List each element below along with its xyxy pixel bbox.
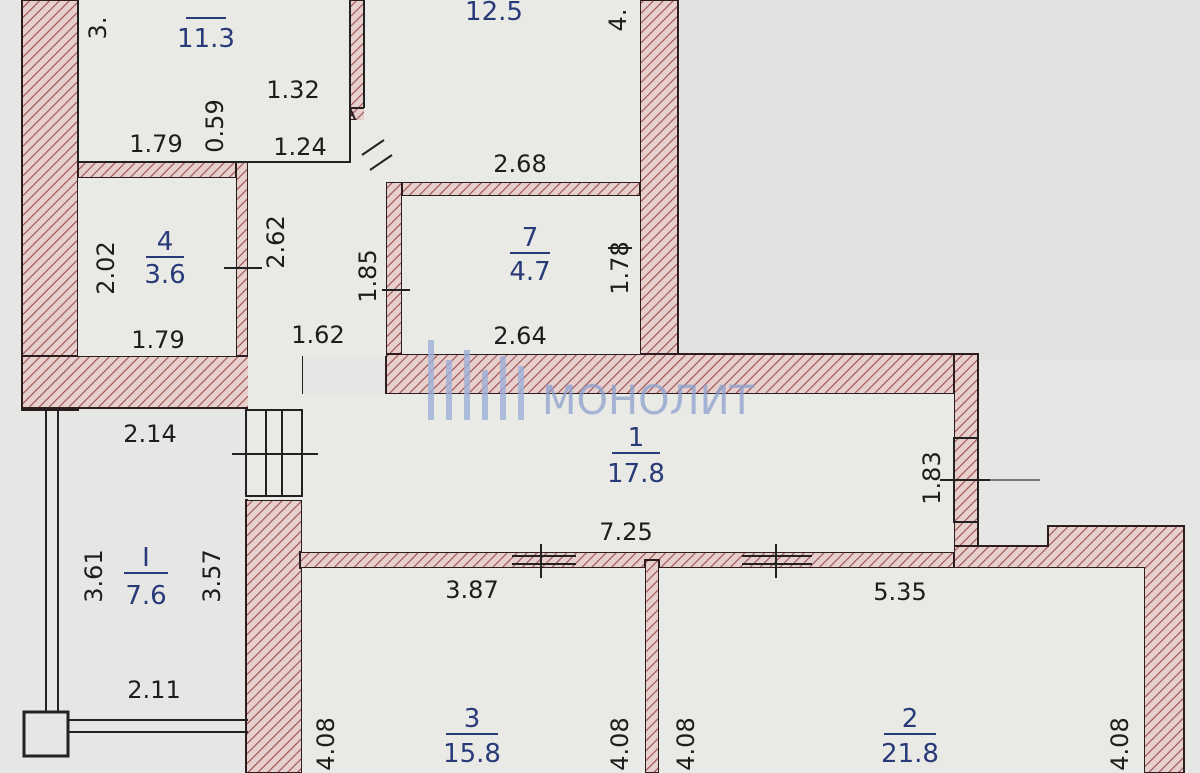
- dim-1-78: 1.78: [606, 241, 634, 294]
- dim-3-61: 3.61: [80, 549, 108, 602]
- dim-1-85: 1.85: [354, 249, 382, 302]
- dim-1-79-top: 1.79: [129, 130, 182, 158]
- wall-top-left-bottom: [77, 161, 239, 179]
- watermark: МОНОЛИТ: [428, 340, 755, 424]
- dim-4-08-a: 4.08: [312, 717, 340, 770]
- wall-bath-top: [385, 181, 643, 197]
- room-loggia-number: I: [142, 543, 150, 573]
- outline-top-left: [77, 0, 351, 163]
- dim-5-35: 5.35: [873, 578, 926, 606]
- loggia-column: [22, 710, 70, 758]
- dim-2-62: 2.62: [262, 215, 290, 268]
- floor-room2: [659, 568, 1144, 773]
- floor-top-mid: [364, 0, 640, 182]
- dim-0-59: 0.59: [201, 99, 229, 152]
- floor-hall-left: [248, 356, 302, 500]
- room3-area: 15.8: [443, 739, 501, 769]
- watermark-text: МОНОЛИТ: [542, 378, 755, 424]
- floor-corridor: [248, 120, 386, 356]
- wall-left-outer: [21, 0, 79, 411]
- dim-1-32: 1.32: [266, 76, 319, 104]
- door-marks: [224, 139, 1040, 578]
- dim-3-57: 3.57: [198, 549, 226, 602]
- room-hall-number: 1: [628, 423, 645, 453]
- dim-top-left-cut: 3.: [84, 17, 112, 40]
- dim-1-62: 1.62: [291, 321, 344, 349]
- dim-2-64: 2.64: [493, 322, 546, 350]
- room2-area: 21.8: [881, 739, 939, 769]
- dim-4-08-d: 4.08: [1106, 717, 1134, 770]
- dim-2-11: 2.11: [127, 676, 180, 704]
- dim-1-79-bottom: 1.79: [131, 326, 184, 354]
- wall-room3-room2: [644, 559, 660, 773]
- room-hall-area: 17.8: [607, 459, 665, 489]
- dim-1-83: 1.83: [918, 451, 946, 504]
- room-storage-area: 3.6: [144, 260, 185, 290]
- paper-shade: [680, 0, 1200, 360]
- wall-right-upper: [639, 0, 679, 361]
- floor-storage: [78, 178, 236, 356]
- room-top-mid-area: 12.5: [465, 0, 523, 27]
- floor-hall: [302, 394, 954, 552]
- wall-loggia-right: [245, 499, 303, 773]
- floor-bath: [402, 196, 640, 354]
- loggia-frame: [22, 408, 248, 758]
- dim-2-14: 2.14: [123, 420, 176, 448]
- room3-number: 3: [464, 704, 481, 734]
- dim-2-02: 2.02: [92, 241, 120, 294]
- dim-1-24: 1.24: [273, 133, 326, 161]
- dim-top-mid-cut: 4.: [604, 9, 632, 32]
- floor-room3: [302, 568, 645, 773]
- dim-3-87: 3.87: [445, 576, 498, 604]
- watermark-logo-icon: [428, 340, 524, 420]
- wall-top-mid-left: [349, 0, 365, 116]
- room-bath-area: 4.7: [509, 257, 550, 287]
- dimension-labels: 3. 4. 1.79 0.59 1.32 1.24 2.68 2.02 2.62…: [80, 9, 1134, 771]
- dim-2-68: 2.68: [493, 150, 546, 178]
- dim-7-25: 7.25: [599, 518, 652, 546]
- wall-hall-right: [953, 353, 979, 547]
- dim-4-08-c: 4.08: [672, 717, 700, 770]
- room-labels: 11.3 12.5 4 3.6 7 4.7 1 17.8 I 7.6 3 15.…: [124, 0, 939, 769]
- room-loggia-area: 7.6: [125, 581, 166, 611]
- wall-rooms-top: [299, 551, 981, 569]
- room2-number: 2: [902, 704, 919, 734]
- room-top-left-area: 11.3: [177, 24, 235, 54]
- room-storage-number: 4: [157, 227, 174, 257]
- room-bath-number: 7: [522, 223, 539, 253]
- room-floors: [78, 0, 1144, 773]
- dim-4-08-b: 4.08: [606, 717, 634, 770]
